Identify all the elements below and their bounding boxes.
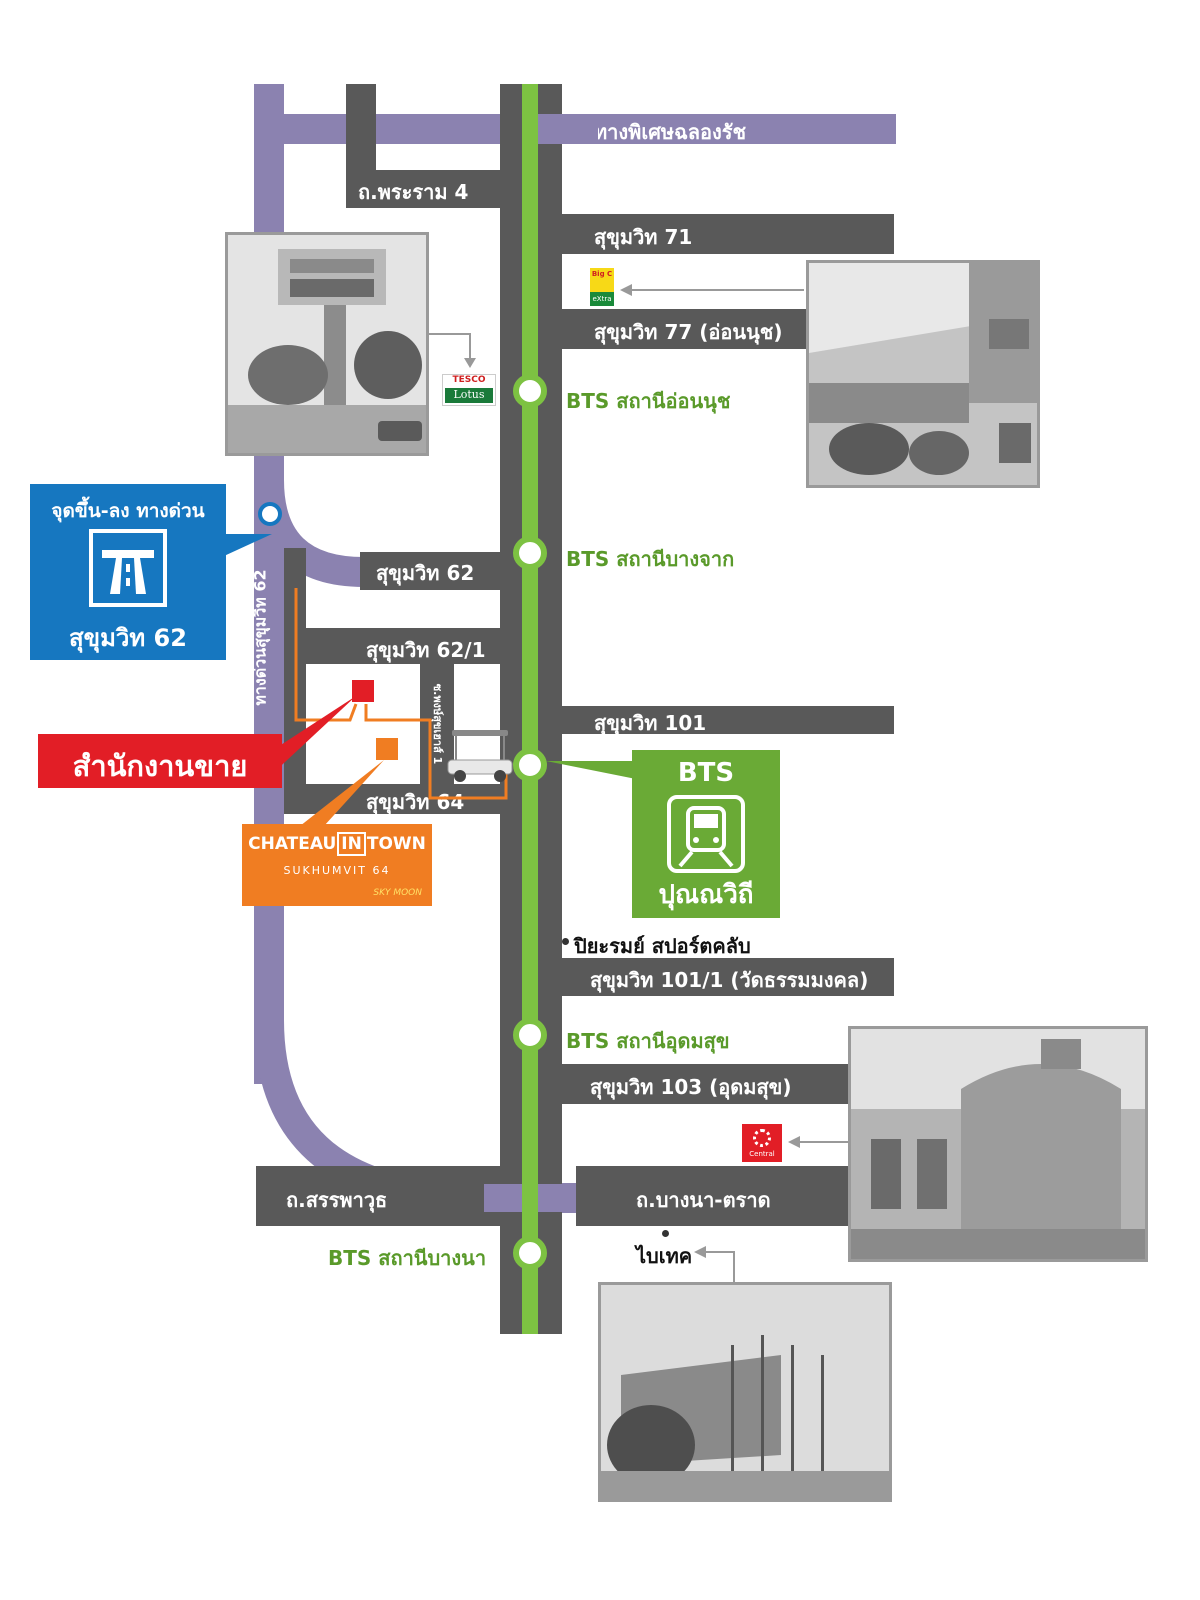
project-name-right: TOWN (366, 834, 426, 854)
bts-label-on-nut: BTS สถานีอ่อนนุช (566, 389, 731, 413)
road-label-sukhumvit62: สุขุมวิท 62 (376, 561, 475, 585)
road-label-sukhumvit101: สุขุมวิท 101 (594, 711, 707, 735)
bts-box-title: BTS (677, 758, 735, 788)
photo-central (848, 1026, 1148, 1262)
train-icon (667, 795, 745, 873)
sukhumvit62-1-road (306, 628, 500, 664)
sukhumvit77-road (562, 309, 812, 349)
tesco-lotus-logo[interactable]: TESCO Lotus (442, 374, 496, 406)
project-name-left: CHATEAU (248, 834, 337, 854)
bitec-dot (662, 1230, 669, 1237)
poi-bitec: ไบเทค (636, 1244, 693, 1268)
photo-tesco-lotus (225, 232, 429, 456)
road-label-sukhumvit103: สุขุมวิท 103 (อุดมสุข) (590, 1075, 792, 1099)
expressway-icon (89, 529, 167, 607)
bts-box-station-name: ปุณณวิถี (658, 880, 754, 910)
road-label-sukhumvit71: สุขุมวิท 71 (594, 225, 693, 249)
road-label-chalong-rat: ทางพิเศษฉลองรัช (594, 120, 747, 144)
road-label-rama4: ถ.พระราม 4 (358, 180, 469, 204)
sukhumvit101-road (562, 706, 894, 734)
central-logo[interactable]: Central (742, 1124, 782, 1162)
sales-office-label: สำนักงานขาย (72, 749, 248, 783)
chalong-rat-over-bts (538, 114, 598, 144)
bangna-trat-road (576, 1166, 852, 1226)
sanphawut-road (256, 1166, 500, 1226)
golf-cart-icon (447, 730, 513, 782)
project-tag: SKY MOON (373, 888, 422, 898)
sukhumvit103-road (562, 1064, 852, 1104)
arrow-central (788, 1136, 850, 1148)
road-label-bangna-trat: ถ.บางนา-ตราด (636, 1188, 771, 1212)
project-pointer (300, 760, 384, 826)
road-label-sukhumvit101-1: สุขุมวิท 101/1 (วัดธรรมมงคล) (590, 968, 869, 992)
arrow-tesco (426, 333, 476, 368)
photo-bitec (598, 1282, 892, 1502)
expressway-entry-marker[interactable] (258, 502, 282, 526)
bts-label-bang-chak: BTS สถานีบางจาก (566, 547, 735, 571)
road-label-sukhumvit77: สุขุมวิท 77 (อ่อนนุช) (594, 320, 783, 344)
sales-office-marker[interactable] (352, 680, 374, 702)
bts-label-udom-suk: BTS สถานีอุดมสุข (566, 1029, 730, 1053)
station-on-nut[interactable] (513, 374, 547, 408)
tesco-logo-top: TESCO (452, 375, 486, 385)
project-marker[interactable] (376, 738, 398, 760)
bts-line (522, 84, 538, 1334)
bts-punnawithi-box[interactable]: BTS ปุณณวิถี (632, 750, 780, 918)
bigc-extra-logo[interactable]: Big C eXtra (590, 268, 614, 306)
sukhumvit101-1-road (562, 958, 894, 996)
expressway-box-name: สุขุมวิท 62 (69, 624, 187, 652)
station-bang-chak[interactable] (513, 536, 547, 570)
photo-bigc-extra (806, 260, 1040, 488)
road-label-sukhumvit62-1: สุขุมวิท 62/1 (366, 638, 486, 662)
bigc-logo-top: Big C (591, 270, 613, 278)
station-bang-na[interactable] (513, 1236, 547, 1270)
expressway-box-title: จุดขึ้น-ลง ทางด่วน (51, 500, 205, 522)
central-logo-text: Central (749, 1150, 775, 1158)
arrow-bigc (620, 284, 804, 296)
station-udom-suk[interactable] (513, 1018, 547, 1052)
poi-piyarom: ปิยะรมย์ สปอร์ตคลับ (574, 934, 751, 958)
central-sun-icon (753, 1129, 771, 1147)
bts-label-bang-na: BTS สถานีบางนา (328, 1246, 487, 1270)
sales-office-label-box[interactable]: สำนักงานขาย (38, 734, 282, 788)
expressway-entry-box[interactable]: จุดขึ้น-ลง ทางด่วน สุขุมวิท 62 (30, 484, 226, 660)
sales-office-pointer (270, 696, 356, 776)
rama4-road (346, 170, 500, 208)
punnawithi-pointer (546, 761, 636, 779)
arrow-bitec (694, 1246, 735, 1284)
project-sub: SUKHUMVIT 64 (283, 864, 391, 877)
project-name-mid: IN (337, 832, 366, 856)
road-label-sanphawut: ถ.สรรพาวุธ (286, 1188, 388, 1212)
bigc-logo-bottom: eXtra (590, 292, 614, 306)
piyarom-dot (562, 938, 569, 945)
tesco-logo-bottom: Lotus (445, 388, 493, 403)
expressway-box-pointer (224, 534, 272, 556)
sukhumvit71-road (562, 214, 894, 254)
sukhumvit62-road (360, 552, 500, 590)
road-label-sukhumvit64: สุขุมวิท 64 (366, 790, 465, 814)
station-punnawithi[interactable] (513, 748, 547, 782)
